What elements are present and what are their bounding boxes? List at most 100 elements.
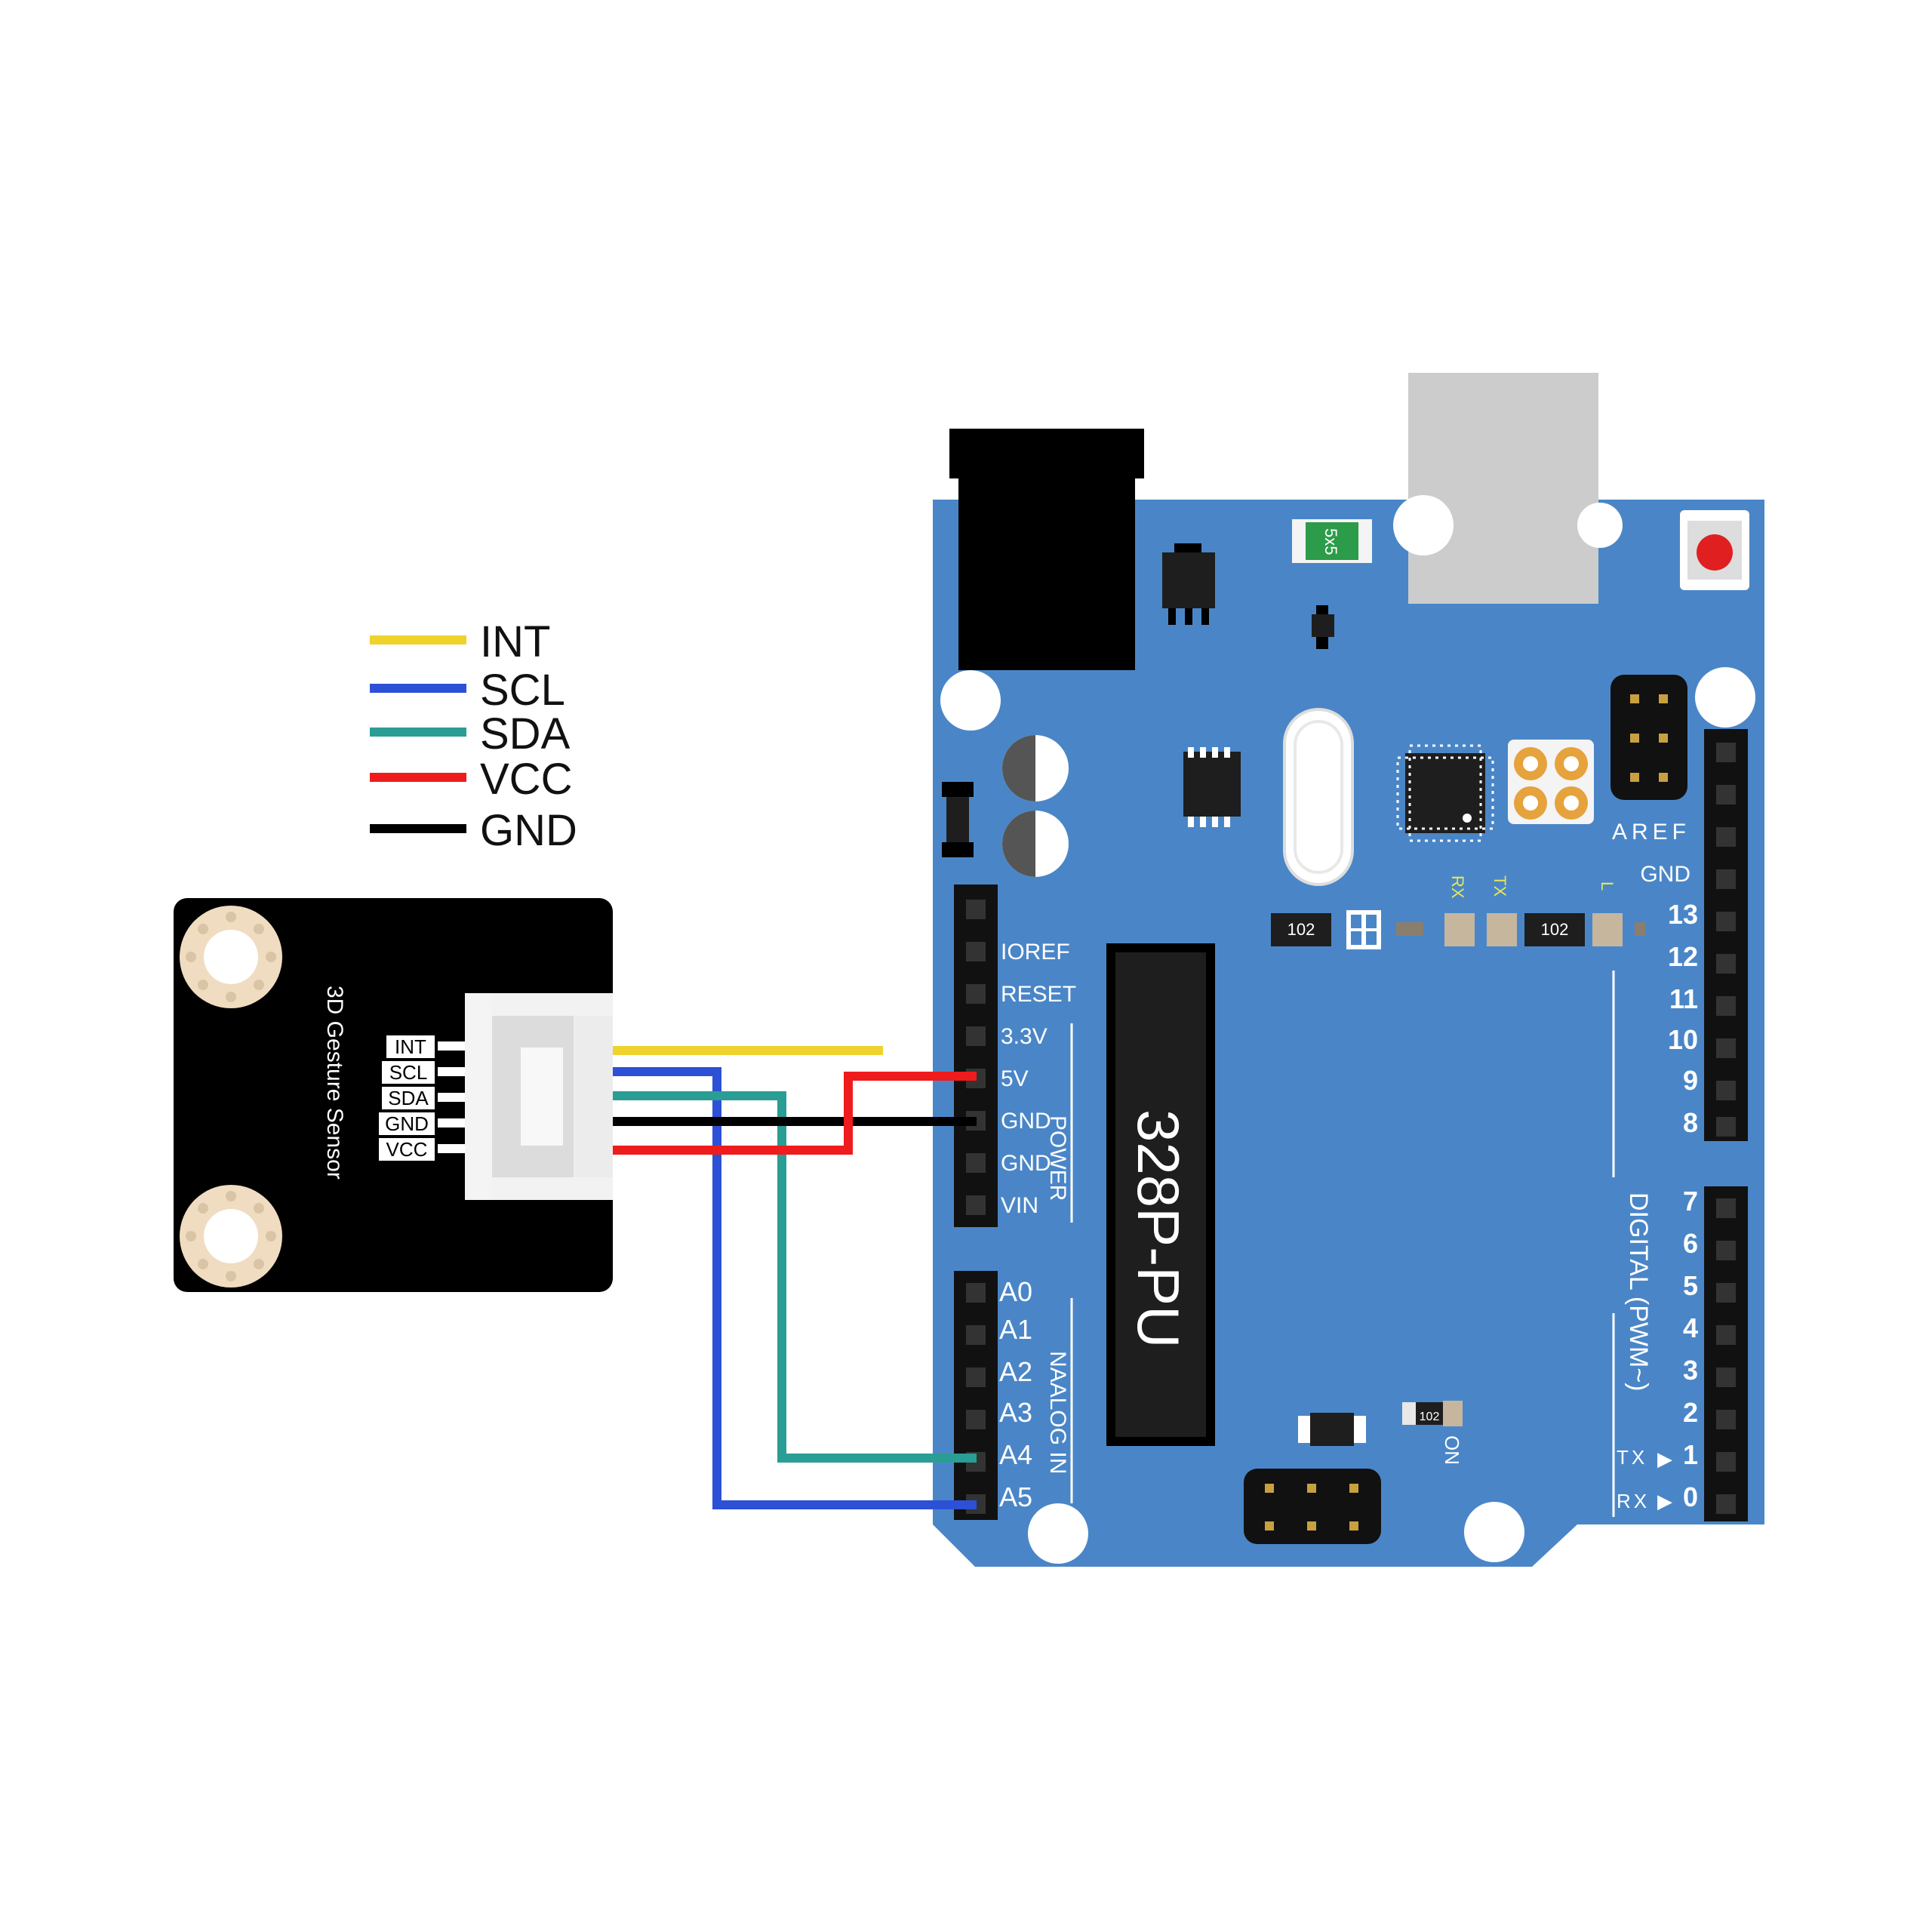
crystal-oscillator [1283, 708, 1354, 886]
solder-pads [1508, 740, 1594, 824]
wire-vcc [613, 1072, 977, 1155]
digital-group-label: DIGITAL (PWM~) [1624, 1192, 1653, 1392]
legend-label-vcc: VCC [480, 755, 572, 804]
led-label-l: L [1598, 881, 1617, 891]
led-tx: TX [1487, 875, 1517, 946]
resistor-1: 102 [1271, 913, 1331, 946]
mounting-hole-top [180, 906, 282, 1008]
pin-label-13: 13 [1668, 899, 1698, 930]
pin-label-3v3: 3.3V [1001, 1024, 1048, 1049]
board-hole [1028, 1503, 1088, 1564]
resistor-2: 102 [1524, 913, 1585, 946]
rx-arrow-icon: ▶ [1657, 1490, 1672, 1512]
legend-label-int: INT [480, 617, 550, 666]
board-hole [940, 670, 1001, 731]
legend-label-gnd: GND [480, 806, 577, 855]
board-hole [1695, 667, 1755, 728]
led-label-rx: RX [1448, 875, 1467, 899]
jumper-pads [1346, 910, 1381, 949]
wires [613, 1046, 977, 1509]
icsp-header-top [1611, 675, 1687, 800]
led-label-tx: TX [1491, 875, 1509, 897]
power-header: IOREF RESET 3.3V 5V GND GND VIN POWER [954, 884, 1076, 1227]
sensor-jst-connector [465, 993, 613, 1200]
diode [942, 782, 974, 857]
pin-label-gnd-1: GND [1001, 1109, 1051, 1134]
icsp-header-bottom [1244, 1469, 1381, 1544]
rx-label: RX [1617, 1490, 1650, 1512]
pin-label-7: 7 [1683, 1186, 1698, 1217]
led-label-on: ON [1441, 1435, 1463, 1465]
sensor-pin-labels: INT SCL SDA GND VCC [379, 1035, 435, 1161]
sensor-pin-vcc: VCC [386, 1138, 428, 1161]
pin-label-gnd-digital: GND [1640, 862, 1690, 887]
svg-text:102: 102 [1420, 1411, 1440, 1423]
pin-label-gnd-2: GND [1001, 1151, 1051, 1176]
board-hole [1464, 1502, 1524, 1562]
pin-label-9: 9 [1683, 1065, 1698, 1096]
usb-interface-ic [1396, 744, 1494, 842]
pin-label-vin: VIN [1001, 1193, 1038, 1218]
pin-label-3: 3 [1683, 1355, 1698, 1386]
transistor [1312, 605, 1334, 649]
pin-label-5v: 5V [1001, 1066, 1029, 1091]
pin-label-a5: A5 [999, 1481, 1032, 1512]
pin-label-6: 6 [1683, 1228, 1698, 1259]
capacitor-bottom [1002, 811, 1069, 877]
small-cap [1396, 922, 1423, 936]
pin-label-0: 0 [1683, 1481, 1698, 1512]
sensor-pin-scl: SCL [389, 1061, 428, 1084]
legend-label-scl: SCL [480, 666, 565, 715]
wire-sda [613, 1091, 977, 1463]
small-ic [1183, 747, 1241, 827]
capacitor-top [1002, 735, 1069, 801]
tx-arrow-icon: ▶ [1657, 1447, 1672, 1470]
pin-label-4: 4 [1683, 1312, 1698, 1343]
voltage-regulator [1162, 543, 1215, 625]
svg-text:102: 102 [1287, 920, 1315, 939]
led-l: L [1592, 881, 1623, 946]
pin-label-a0: A0 [999, 1276, 1032, 1307]
wire-scl [613, 1067, 977, 1509]
mounting-hole-bottom [180, 1185, 282, 1287]
svg-text:102: 102 [1541, 920, 1569, 939]
analog-group-label: NAALOG IN [1045, 1351, 1070, 1474]
pin-label-aref: AREF [1612, 820, 1690, 844]
pin-label-a4: A4 [999, 1439, 1032, 1470]
pin-label-reset: RESET [1001, 982, 1076, 1007]
reset-button [1680, 510, 1749, 590]
tx-label: TX [1617, 1446, 1647, 1469]
small-cap-2 [1635, 922, 1645, 936]
pin-label-a3: A3 [999, 1397, 1032, 1428]
gesture-sensor-module: 3D Gesture Sensor INT SCL SDA GND VCC [174, 898, 613, 1292]
pin-label-a1: A1 [999, 1314, 1032, 1345]
board-hole [1393, 495, 1454, 555]
sensor-pin-gnd: GND [385, 1112, 429, 1135]
board-hole [1577, 503, 1623, 548]
arduino-uno-board: 5x5 [933, 373, 1764, 1567]
pin-label-8: 8 [1683, 1107, 1698, 1138]
atmega-chip: 328P-PU [1106, 943, 1215, 1446]
legend: INT SCL SDA VCC GND [370, 617, 577, 855]
digital-header: AREF GND 13 12 11 10 9 8 7 6 5 4 3 2 1 0… [1612, 729, 1748, 1521]
pin-label-10: 10 [1668, 1024, 1698, 1055]
svg-text:5x5: 5x5 [1321, 528, 1340, 555]
pin-label-2: 2 [1683, 1397, 1698, 1428]
legend-label-sda: SDA [480, 709, 571, 758]
fuse: 5x5 [1292, 519, 1372, 563]
pin-label-a2: A2 [999, 1356, 1032, 1387]
pin-label-1: 1 [1683, 1439, 1698, 1470]
led-rx: RX [1444, 875, 1475, 946]
pin-label-11: 11 [1669, 983, 1698, 1014]
analog-header: A0 A1 A2 A3 A4 A5 NAALOG IN [954, 1271, 1073, 1520]
pin-label-5: 5 [1683, 1270, 1698, 1301]
sensor-pin-sda: SDA [388, 1087, 429, 1109]
diode-bottom [1298, 1413, 1366, 1446]
sensor-pin-int: INT [395, 1035, 426, 1058]
pin-label-ioref: IOREF [1001, 940, 1070, 964]
power-group-label: POWER [1045, 1115, 1070, 1201]
dc-power-jack [949, 429, 1144, 670]
resistor-on: 102 ON [1402, 1401, 1463, 1465]
sensor-title: 3D Gesture Sensor [322, 986, 347, 1180]
